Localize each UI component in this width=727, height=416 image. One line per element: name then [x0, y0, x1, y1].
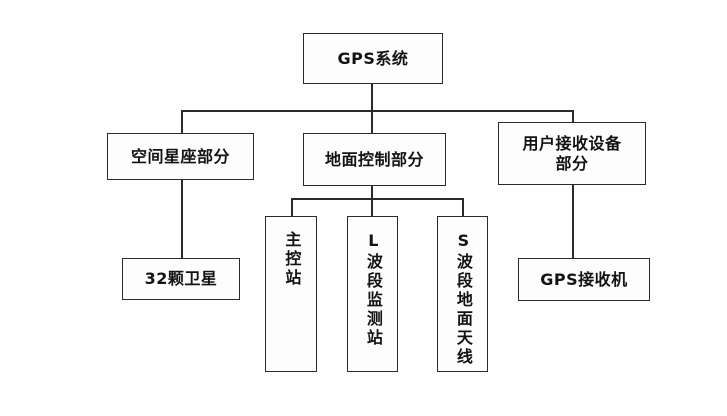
node-user-equipment-segment[interactable]: 用户接收设备 部分: [498, 122, 646, 185]
connector-to-user-segment: [572, 110, 574, 122]
node-user-equipment-segment-label: 用户接收设备 部分: [522, 133, 622, 173]
node-l-band-monitoring-station[interactable]: L波段监测站: [347, 216, 398, 372]
connector-user-to-receiver: [572, 185, 574, 258]
node-space-constellation-segment[interactable]: 空间星座部分: [107, 133, 254, 180]
node-ground-control-segment[interactable]: 地面控制部分: [303, 133, 446, 186]
connector-space-to-satellites: [181, 180, 183, 258]
node-gps-system[interactable]: GPS系统: [303, 33, 443, 84]
connector-to-master-station: [291, 198, 293, 216]
node-32-satellites-label: 32颗卫星: [144, 269, 218, 289]
node-s-band-ground-antenna[interactable]: S波段地面天线: [437, 216, 488, 372]
node-space-constellation-segment-label: 空间星座部分: [130, 146, 230, 166]
node-gps-system-label: GPS系统: [337, 48, 409, 68]
node-gps-receiver-label: GPS接收机: [540, 269, 628, 289]
node-gps-receiver[interactable]: GPS接收机: [518, 258, 650, 301]
connector-root-stem: [371, 84, 373, 111]
connector-to-s-band-antenna: [462, 198, 464, 216]
connector-level2-bus: [291, 198, 463, 200]
connector-to-l-band-monitor: [371, 198, 373, 216]
connector-to-ground-segment: [371, 110, 373, 134]
node-l-band-monitoring-station-label: L波段监测站: [363, 231, 383, 348]
node-master-control-station-label: 主控站: [282, 231, 302, 288]
node-s-band-ground-antenna-label: S波段地面天线: [453, 231, 473, 367]
connector-ground-stem: [371, 186, 373, 199]
connector-level1-bus: [181, 110, 573, 112]
node-32-satellites[interactable]: 32颗卫星: [122, 258, 240, 300]
connector-to-space-segment: [181, 110, 183, 134]
node-master-control-station[interactable]: 主控站: [265, 216, 317, 372]
node-ground-control-segment-label: 地面控制部分: [324, 149, 424, 169]
